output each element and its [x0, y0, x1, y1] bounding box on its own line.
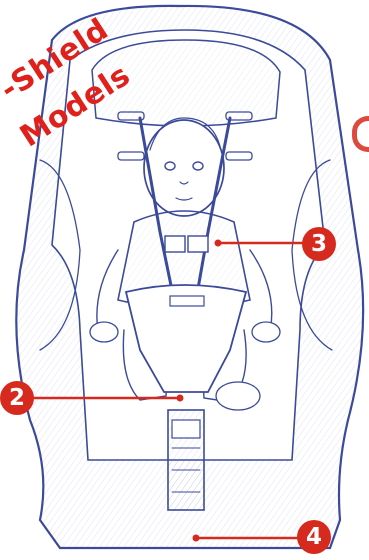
callout-2: 2	[0, 381, 34, 415]
callout-4: 4	[297, 520, 331, 554]
callout-3: 3	[302, 227, 336, 261]
